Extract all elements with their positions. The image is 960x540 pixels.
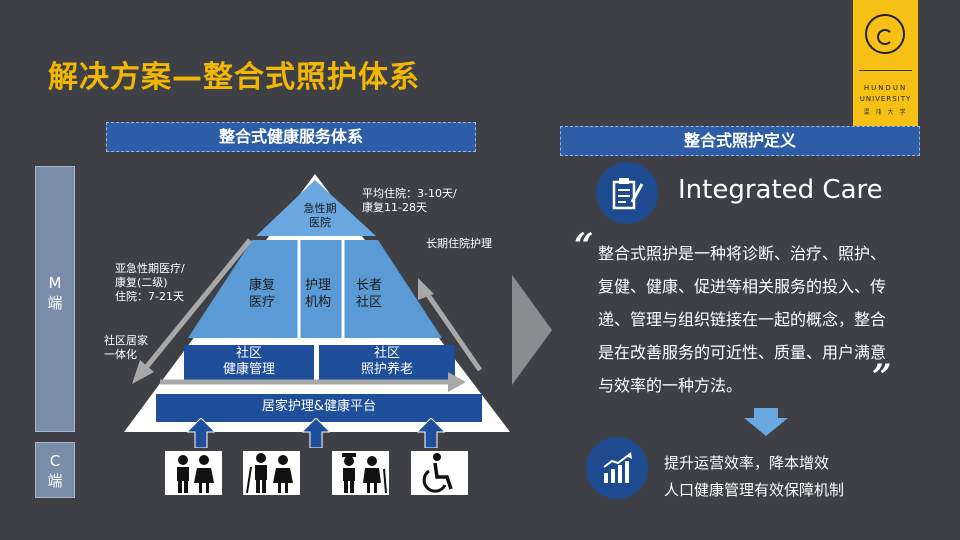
tier-community-care: 社区 照护养老	[319, 346, 455, 378]
tier-home-care-platform: 居家护理&健康平台	[261, 399, 377, 414]
m-end-char: 端	[47, 294, 63, 312]
benefit-population-health: 人口健康管理有效保障机制	[664, 481, 845, 499]
seniors-icon	[332, 451, 389, 495]
close-quote: ”	[872, 357, 892, 397]
tier-community-health-line1: 社区	[235, 346, 262, 361]
tier-nursing-line2: 机构	[304, 295, 331, 310]
page-title: 解决方案—整合式照护体系	[48, 60, 420, 95]
up-arrow-icon	[302, 418, 330, 448]
tier-acute-line2: 医院	[309, 216, 331, 229]
pyramid-base-block	[156, 394, 482, 422]
pyramid-top-tier	[256, 180, 376, 236]
label-community-line1: 社区居家	[104, 334, 148, 347]
right-section-banner: 整合式照护定义	[560, 126, 920, 156]
logo-text-university: UNIVERSITY	[859, 95, 912, 103]
logo-divider	[859, 70, 912, 71]
benefit-efficiency: 提升运营效率，降本增效	[664, 454, 830, 472]
tier-nursing-line1: 护理	[304, 278, 331, 293]
tier-rehab-line1: 康复	[248, 278, 275, 293]
up-arrow-icon	[187, 418, 215, 448]
c-end-label: C 端	[35, 442, 75, 498]
tier-senior-line1: 长者	[355, 278, 382, 293]
pyramid-low-left-block	[184, 345, 314, 381]
tier-senior-community: 长者 社区	[347, 277, 391, 311]
m-end-label: M 端	[35, 166, 75, 432]
care-pyramid	[124, 174, 510, 432]
tier-nursing-institution: 护理 机构	[296, 277, 340, 311]
c-end-letter: C	[49, 452, 61, 470]
m-end-letter: M	[48, 274, 62, 292]
right-arrow-separator	[512, 275, 552, 385]
label-avg-stay-line2: 康复11-28天	[362, 201, 427, 214]
logo-mark-icon	[865, 14, 905, 54]
label-sub-acute-line3: 住院：7-21天	[115, 290, 184, 303]
tier-rehab-line2: 医疗	[248, 295, 275, 310]
growth-chart-icon	[586, 437, 648, 499]
tier-community-care-line1: 社区	[373, 346, 400, 361]
left-section-banner: 整合式健康服务体系	[106, 122, 476, 152]
open-quote: “	[574, 226, 594, 266]
benefits-text: 提升运营效率，降本增效 人口健康管理有效保障机制	[664, 450, 844, 504]
wheelchair-icon	[411, 451, 468, 495]
integrated-care-heading: Integrated Care	[678, 175, 883, 205]
up-arrow-icon	[417, 418, 445, 448]
tier-acute-hospital: 急性期 医院	[290, 202, 350, 230]
flow-arrows	[132, 238, 483, 392]
label-community-home: 社区居家 一体化	[104, 334, 148, 362]
label-sub-acute: 亚急性期医疗/ 康复(二级) 住院：7-21天	[115, 262, 185, 304]
label-community-line2: 一体化	[104, 348, 137, 361]
integrated-care-definition: 整合式照护是一种将诊断、治疗、照护、复健、健康、促进等相关服务的投入、传递、管理…	[598, 244, 887, 395]
logo-text-hundun: HUNDUN	[863, 84, 908, 92]
label-sub-acute-line1: 亚急性期医疗/	[115, 262, 185, 275]
document-icon	[596, 162, 658, 224]
tier-acute-line1: 急性期	[303, 202, 337, 215]
label-sub-acute-line2: 康复(二级)	[115, 276, 168, 289]
tier-community-health: 社区 健康管理	[184, 346, 314, 378]
tier-community-health-line2: 健康管理	[222, 362, 275, 377]
hundun-logo: HUNDUN UNIVERSITY 混 沌 大 学	[853, 0, 918, 126]
c-end-char: 端	[47, 472, 63, 490]
family-icon	[165, 451, 222, 495]
label-avg-stay: 平均住院：3-10天/ 康复11-28天	[362, 187, 457, 215]
tier-rehab-medical: 康复 医疗	[240, 277, 284, 311]
label-avg-stay-line1: 平均住院：3-10天/	[362, 187, 457, 200]
pyramid-low-right-block	[319, 345, 455, 381]
elderly-couple-icon	[243, 451, 300, 495]
label-long-term: 长期住院护理	[426, 237, 492, 250]
tier-community-care-line2: 照护养老	[360, 362, 413, 377]
pyramid-middle-tier	[188, 240, 442, 338]
down-arrow-icon	[744, 408, 788, 436]
tier-senior-line2: 社区	[355, 295, 382, 310]
logo-text-cn: 混 沌 大 学	[863, 109, 908, 116]
